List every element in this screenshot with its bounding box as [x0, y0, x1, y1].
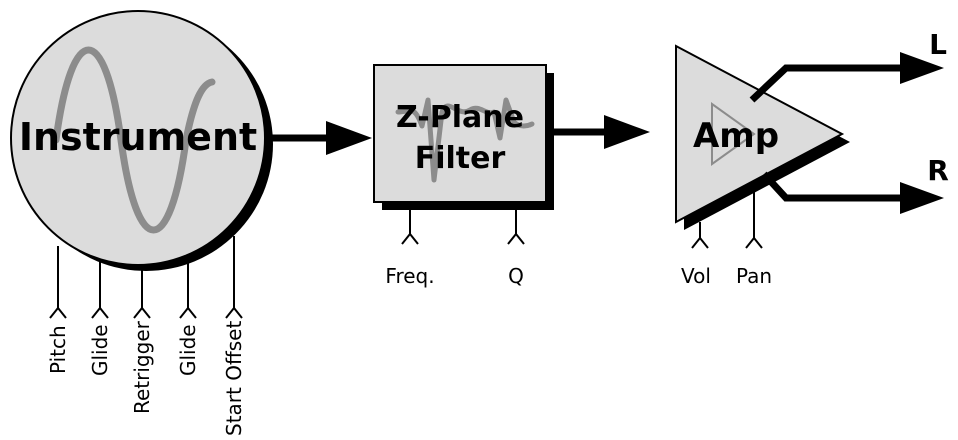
output-label-left: L [929, 28, 947, 61]
input-label-q: Q [508, 264, 524, 288]
instrument-inputs [49, 236, 243, 319]
output-right-arrow [761, 171, 944, 214]
signal-arrow-2 [546, 115, 650, 149]
input-label-pan: Pan [736, 264, 772, 288]
amp-title: Amp [693, 116, 779, 156]
output-left-arrow [749, 52, 944, 103]
signal-arrow-1 [265, 121, 372, 155]
input-label-pitch: Pitch [46, 325, 70, 374]
filter-inputs [401, 202, 525, 245]
instrument-block: Instrument [10, 10, 273, 271]
sine-wave-icon [52, 46, 216, 234]
amp-block: Amp [675, 44, 850, 230]
amp-symbol-icon [711, 102, 756, 166]
filter-box [373, 64, 547, 203]
input-label-freq: Freq. [385, 264, 434, 288]
input-label-vol: Vol [681, 264, 711, 288]
output-label-right: R [927, 154, 949, 187]
input-label-retrigger: Retrigger [130, 320, 154, 414]
filter-response-icon [395, 97, 535, 183]
input-label-glide: Glide [88, 324, 112, 376]
input-label-glide-2: Glide [176, 324, 200, 376]
filter-title-line1: Z-Plane [396, 100, 524, 135]
filter-title-line2: Filter [415, 141, 506, 176]
input-label-start-offset: Start Offset [222, 321, 246, 436]
instrument-title: Instrument [19, 115, 257, 159]
filter-block: Z-Plane Filter [373, 64, 554, 210]
amp-inputs [691, 188, 763, 249]
